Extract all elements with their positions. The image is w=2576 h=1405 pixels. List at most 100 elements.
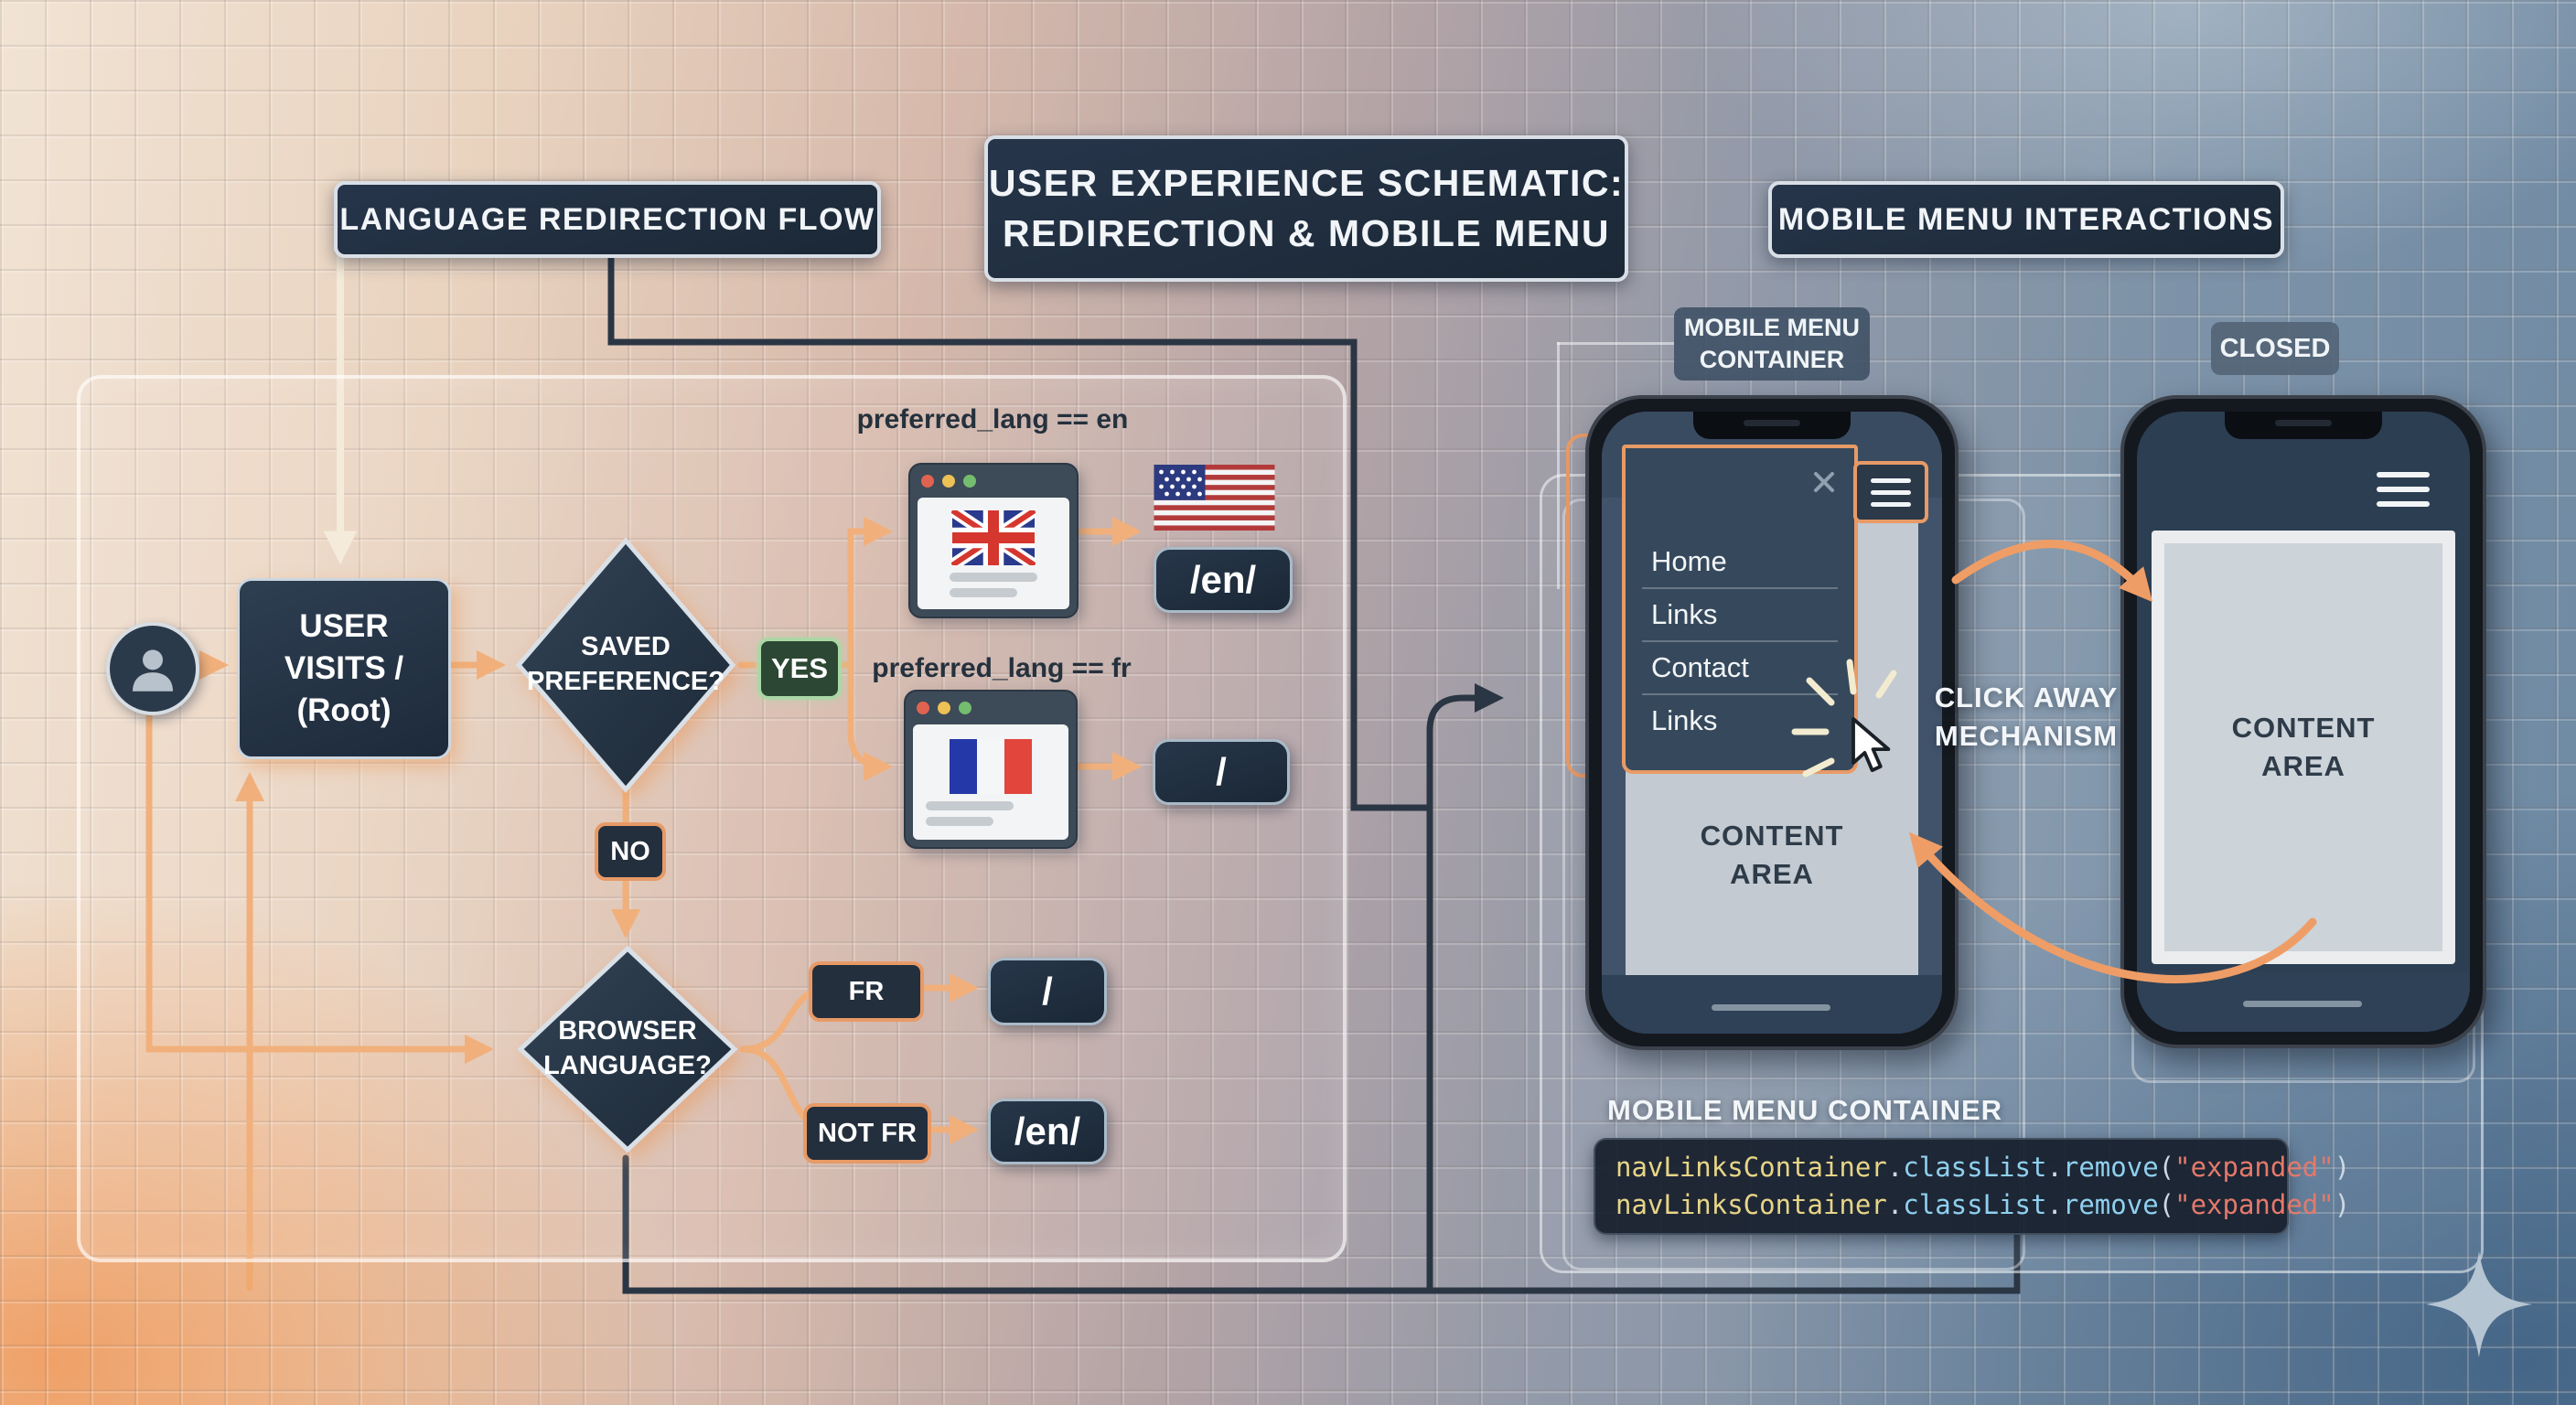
menu-divider (1642, 693, 1838, 695)
decision1-line1: SAVED (581, 632, 671, 662)
yes-badge: YES (757, 638, 842, 700)
phone-open-bottombar (1602, 975, 1942, 1034)
endpoint-en-top-text: /en/ (1189, 558, 1257, 601)
uk-flag-icon (951, 509, 1036, 565)
phone-closed-content-frame: CONTENT AREA (2152, 531, 2455, 964)
code-line-2: navLinksContainer.classList.remove("expa… (1615, 1189, 2351, 1220)
open-to-closed-arrow (1951, 540, 2153, 603)
decision-saved-preference: SAVED PREFERENCE? (514, 536, 737, 794)
mm-badge-line2: CONTAINER (1699, 346, 1845, 373)
close-icon[interactable] (1810, 468, 1838, 496)
menu-item-contact[interactable]: Contact (1626, 642, 1854, 693)
endpoint-root-branch-text: / (1042, 970, 1053, 1013)
no-badge-text: NO (610, 836, 650, 866)
main-title-line2: REDIRECTION & MOBILE MENU (1003, 212, 1610, 254)
menu-item-links1-text: Links (1651, 598, 1718, 630)
traffic-green-icon (959, 702, 971, 714)
menu-item-home[interactable]: Home (1626, 536, 1854, 587)
endpoint-root-branch: / (988, 958, 1107, 1025)
hamburger-button[interactable] (1853, 461, 1928, 523)
decision2-line1: BROWSER (558, 1016, 697, 1046)
content-area2-line2: AREA (2261, 750, 2345, 782)
home-indicator[interactable] (1712, 1004, 1830, 1011)
endpoint-en-branch: /en/ (988, 1099, 1107, 1164)
menu-item-contact-text: Contact (1651, 651, 1749, 683)
mm-badge-line1: MOBILE MENU (1684, 313, 1860, 341)
decision-browser-language: BROWSER LANGUAGE? (516, 944, 739, 1154)
menu-item-links2-text: Links (1651, 704, 1718, 736)
click-burst-icon (1791, 659, 1897, 778)
content-area2-line1: CONTENT (2231, 712, 2376, 745)
menu-item-links-2[interactable]: Links (1626, 695, 1854, 746)
sparkle-icon (2426, 1251, 2532, 1357)
hamburger-icon[interactable] (2377, 472, 2430, 507)
not-fr-badge: NOT FR (803, 1103, 931, 1164)
code-section-title-text: MOBILE MENU CONTAINER (1607, 1094, 2003, 1126)
mm-badge-connector (1557, 342, 1674, 345)
endpoint-en-top: /en/ (1154, 547, 1293, 613)
flow-start-node: USER VISITS / (Root) (237, 578, 451, 759)
endpoint-root-fr-text: / (1216, 750, 1227, 793)
decision1-line2: PREFERENCE? (527, 667, 724, 696)
endpoint-root-fr: / (1153, 739, 1290, 805)
closed-badge-text: CLOSED (2219, 333, 2331, 363)
no-badge: NO (595, 822, 666, 881)
phone-open: CONTENT AREA Home Links (1585, 395, 1959, 1050)
fr-badge-text: FR (848, 976, 885, 1006)
mobile-menu-container: Home Links Contact Links (1622, 445, 1858, 774)
flow-panel (77, 375, 1347, 1262)
content-area1-line1: CONTENT (1700, 820, 1844, 853)
traffic-yellow-icon (942, 475, 955, 488)
menu-divider (1642, 587, 1838, 589)
closed-badge: CLOSED (2211, 322, 2339, 375)
decision2-line2: LANGUAGE? (543, 1051, 712, 1080)
main-title: USER EXPERIENCE SCHEMATIC: REDIRECTION &… (984, 135, 1628, 282)
traffic-red-icon (917, 702, 929, 714)
main-title-line1: USER EXPERIENCE SCHEMATIC: (988, 161, 1625, 204)
pref-fr-text: preferred_lang == fr (872, 653, 1132, 683)
home-indicator[interactable] (2243, 1001, 2362, 1007)
phone-closed-content-area: CONTENT AREA (2164, 543, 2442, 951)
click-away-label: CLICK AWAY MECHANISM (1916, 679, 2136, 756)
phone-notch (2225, 412, 2382, 439)
menu-item-links-1[interactable]: Links (1626, 589, 1854, 640)
pref-fr-label: preferred_lang == fr (860, 653, 1143, 684)
click-away-line2: MECHANISM (1934, 719, 2119, 752)
start-line3: (Root) (296, 692, 392, 729)
user-avatar-icon (106, 622, 199, 715)
right-section-title: MOBILE MENU INTERACTIONS (1768, 181, 2284, 258)
yes-badge-text: YES (770, 652, 829, 684)
phone-open-screen: CONTENT AREA Home Links (1602, 412, 1942, 1034)
click-away-line1: CLICK AWAY (1934, 681, 2119, 713)
phone-notch (1693, 412, 1851, 439)
fr-flag-icon (950, 738, 1032, 794)
traffic-green-icon (963, 475, 976, 488)
code-section-title: MOBILE MENU CONTAINER (1607, 1094, 2002, 1127)
traffic-yellow-icon (938, 702, 950, 714)
left-section-title: LANGUAGE REDIRECTION FLOW (334, 181, 881, 258)
right-section-title-text: MOBILE MENU INTERACTIONS (1777, 201, 2275, 237)
start-line2: VISITS / (284, 649, 404, 686)
pref-en-label: preferred_lang == en (851, 404, 1134, 435)
browser-fr-body (913, 724, 1068, 840)
browser-en-titlebar (910, 465, 1077, 498)
endpoint-en-branch-text: /en/ (1014, 1110, 1081, 1153)
left-section-title-text: LANGUAGE REDIRECTION FLOW (339, 201, 875, 237)
content-area1-line2: AREA (1730, 858, 1814, 890)
pref-en-text: preferred_lang == en (856, 404, 1129, 434)
browser-window-fr (904, 690, 1078, 849)
mm-badge-connector-v (1557, 342, 1560, 589)
closed-to-open-arrow (1909, 831, 2317, 984)
browser-window-en (908, 463, 1079, 618)
us-flag-icon (1154, 465, 1275, 531)
fr-badge: FR (809, 961, 924, 1022)
menu-divider (1642, 640, 1838, 642)
mobile-menu-container-badge: MOBILE MENU CONTAINER (1674, 307, 1870, 381)
start-line1: USER (299, 607, 389, 644)
browser-fr-titlebar (906, 692, 1076, 724)
traffic-red-icon (921, 475, 934, 488)
not-fr-badge-text: NOT FR (818, 1118, 917, 1148)
cursor-icon (1852, 717, 1891, 773)
